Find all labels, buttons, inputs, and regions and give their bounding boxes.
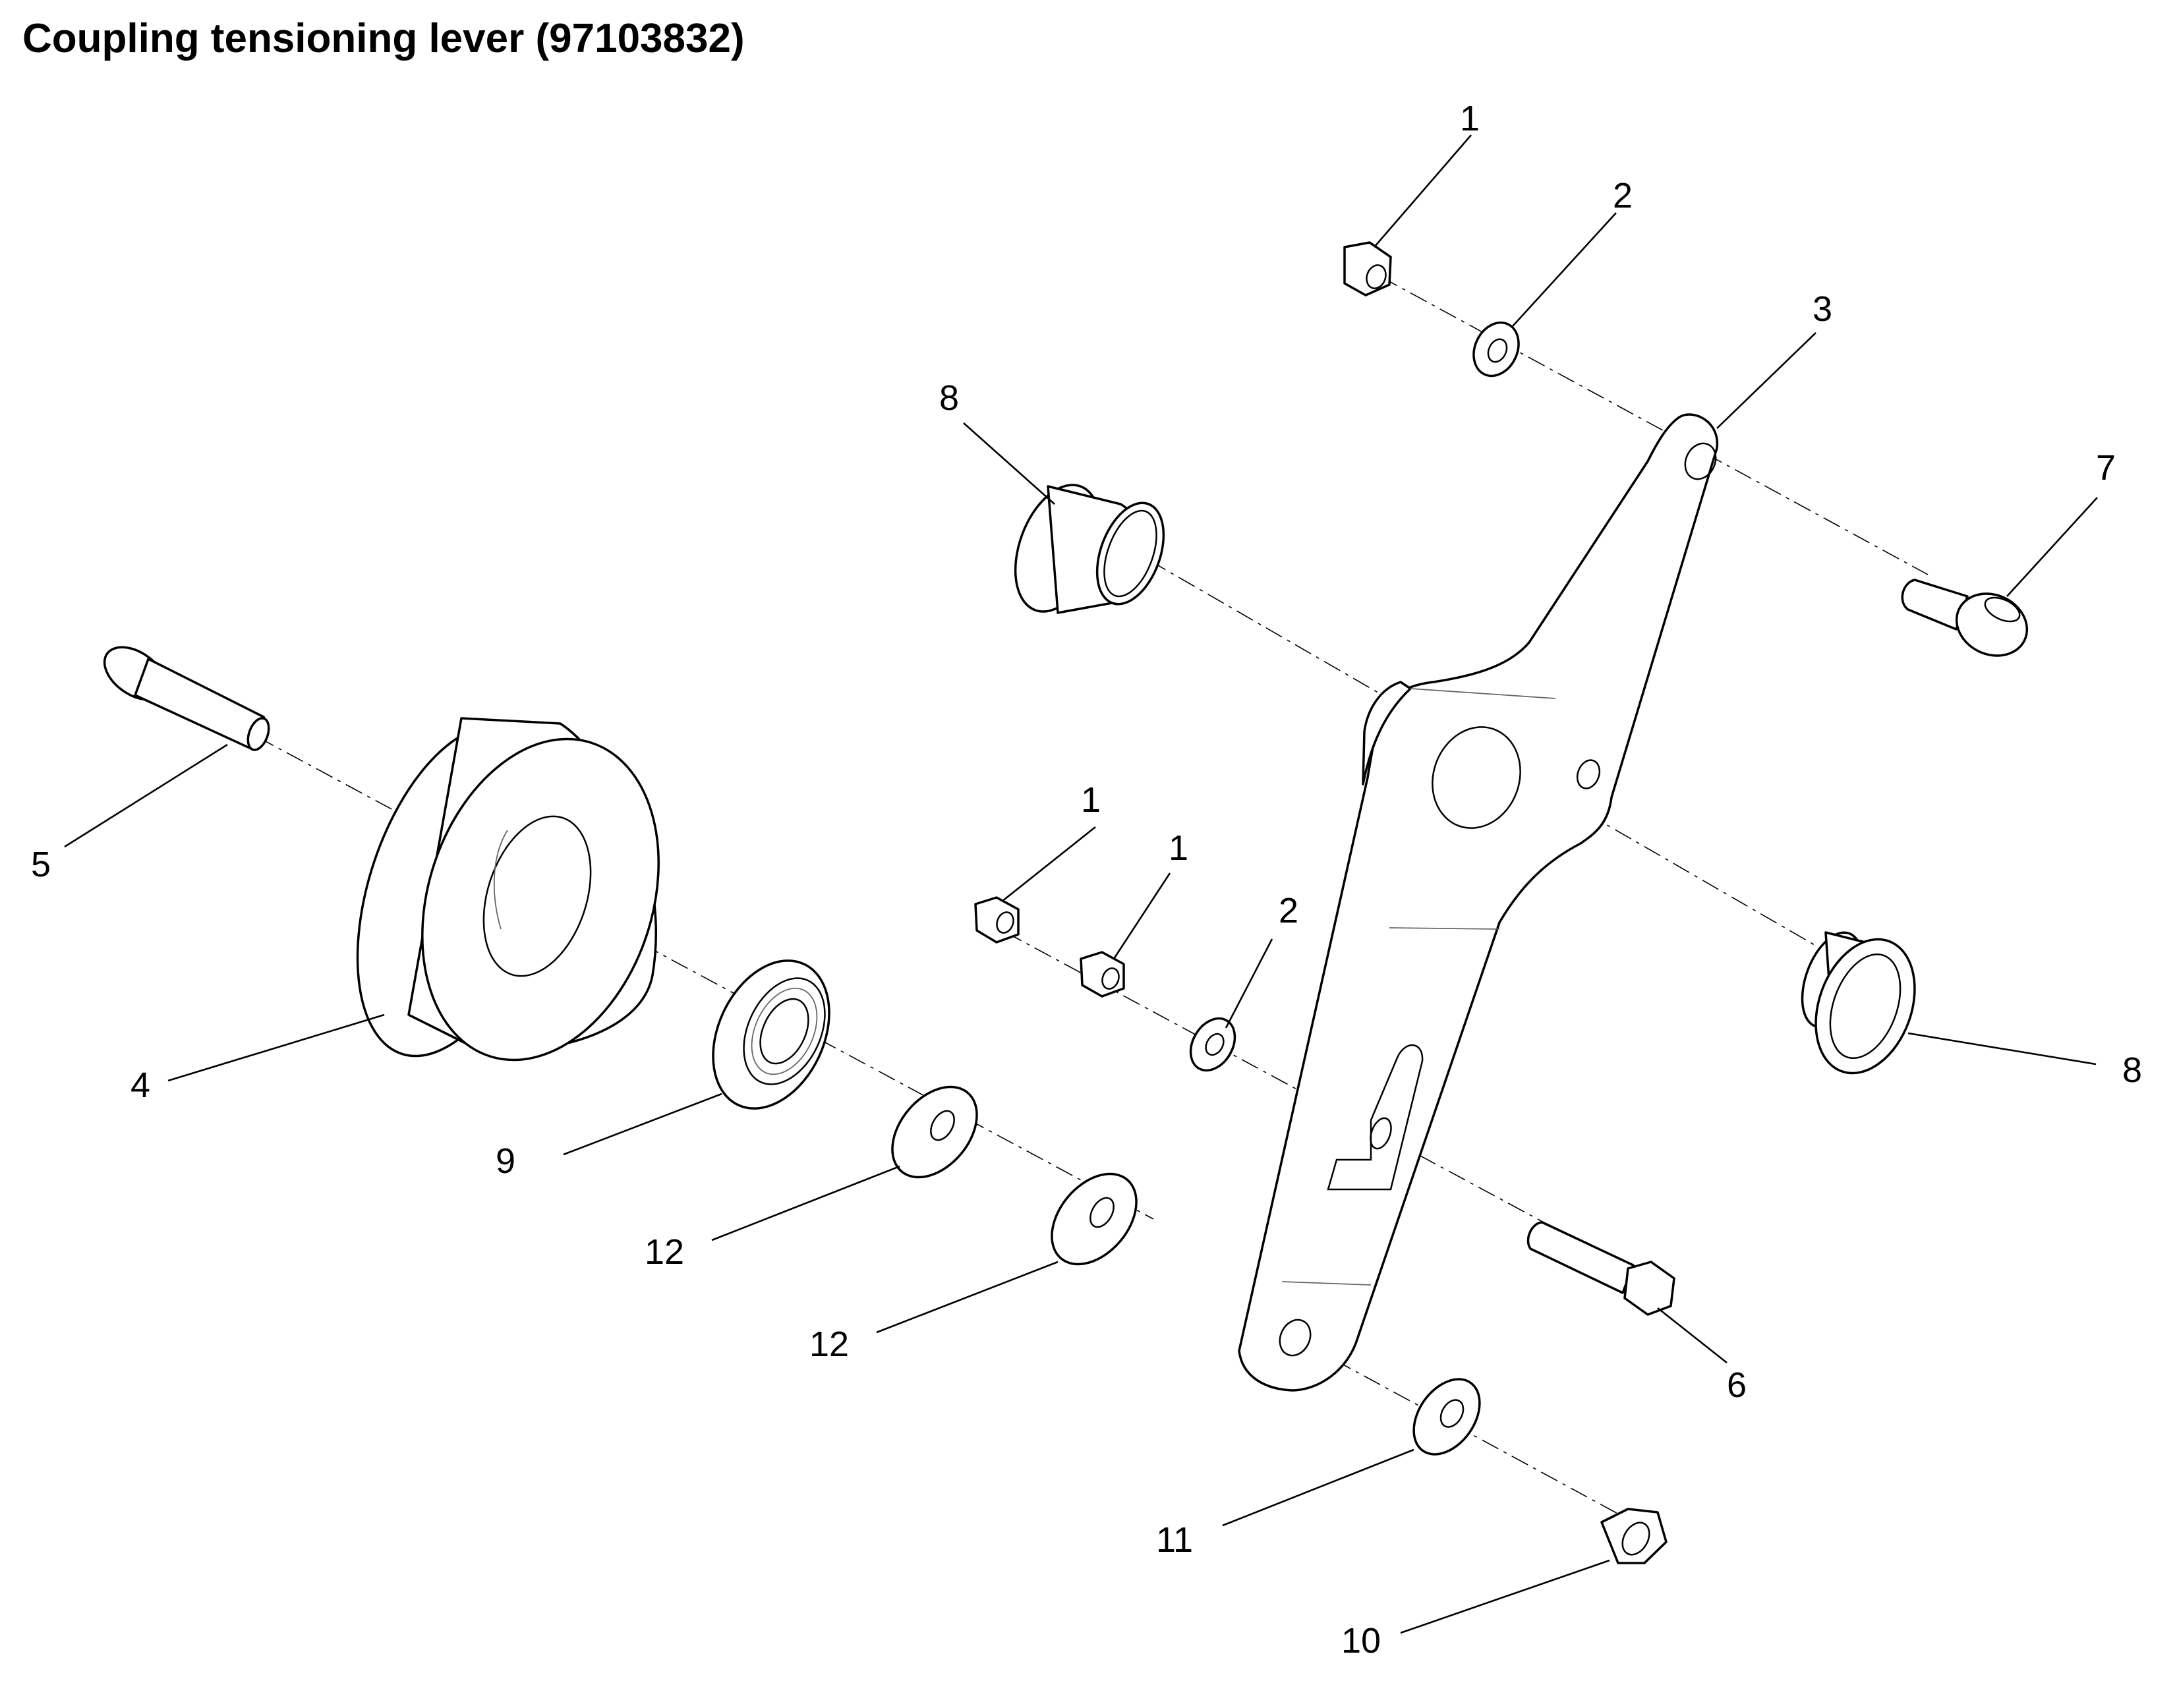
callout-12-lower: 12	[809, 1324, 849, 1364]
callout-2-middle: 2	[1279, 891, 1298, 930]
washer-part-11	[1412, 1378, 1481, 1456]
hex-nut-part-1-middle-left	[974, 896, 1020, 944]
callout-10: 10	[1341, 1621, 1381, 1661]
callout-3: 3	[1813, 289, 1832, 329]
callout-labels: 1 2 3 8 7 5 4 1 1 2 8 9 12 12 6 11 10	[31, 99, 2142, 1661]
flanged-bushing-part-8-lower	[1801, 931, 1916, 1075]
callout-4: 4	[131, 1066, 150, 1105]
callout-11: 11	[1156, 1520, 1193, 1560]
callout-7: 7	[2096, 448, 2116, 488]
callout-1-middle-right: 1	[1169, 828, 1188, 868]
spacer-part-12-upper	[891, 1085, 978, 1179]
flanged-bushing-part-8-upper	[1014, 484, 1165, 614]
callout-8-upper: 8	[939, 378, 959, 418]
callout-12-upper: 12	[645, 1232, 684, 1272]
callout-5: 5	[31, 845, 51, 884]
callout-1-upper: 1	[1460, 99, 1480, 138]
diagram-title: Coupling tensioning lever (97103832)	[22, 16, 745, 61]
hex-nut-part-10	[1600, 1508, 1668, 1564]
callout-2-upper: 2	[1613, 176, 1633, 215]
eye-bolt-part-7	[1901, 579, 2029, 657]
spacer-part-12-lower	[1051, 1172, 1138, 1266]
ball-bearing-part-9	[712, 959, 830, 1110]
callout-1-middle-left: 1	[1081, 780, 1101, 820]
callout-6: 6	[1727, 1365, 1747, 1405]
callout-9: 9	[496, 1141, 515, 1181]
hex-bolt-part-6	[1526, 1221, 1675, 1316]
washer-part-2-middle	[1189, 1017, 1236, 1072]
callout-leader-lines	[64, 134, 2098, 1634]
callout-8-lower: 8	[2122, 1050, 2142, 1090]
hex-nut-part-1-middle-right	[1080, 951, 1125, 998]
tensioning-lever-part-3	[1238, 413, 1719, 1392]
washer-part-2-upper	[1472, 321, 1520, 378]
hex-nut-part-1-upper	[1343, 241, 1392, 297]
clevis-pin-part-5	[103, 646, 270, 751]
pulley-part-4	[356, 717, 660, 1062]
